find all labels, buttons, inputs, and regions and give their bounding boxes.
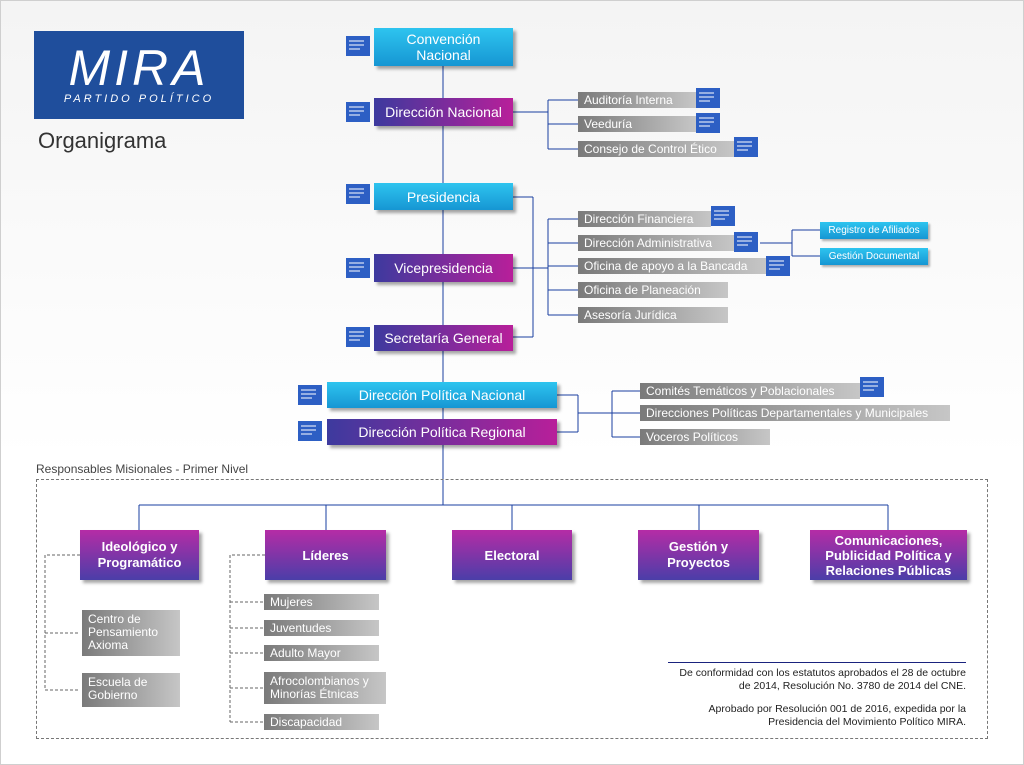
node-presidencia[interactable]: Presidencia: [374, 183, 513, 210]
document-icon: [860, 377, 886, 399]
unit-voceros-politicos[interactable]: Voceros Políticos: [640, 429, 770, 445]
note-aprobacion: Aprobado por Resolución 001 de 2016, exp…: [708, 703, 966, 728]
document-icon: [711, 206, 737, 228]
logo-name: MIRA: [68, 40, 210, 96]
unit-direcciones-politicas-departamentales[interactable]: Direcciones Políticas Departamentales y …: [640, 405, 950, 421]
document-icon: [734, 137, 760, 159]
document-icon: [346, 327, 372, 349]
node-vicepresidencia[interactable]: Vicepresidencia: [374, 254, 513, 282]
document-icon: [298, 421, 324, 443]
footer-notes: De conformidad con los estatutos aprobad…: [668, 662, 966, 729]
unit-oficina-planeacion[interactable]: Oficina de Planeación: [578, 282, 728, 298]
sub-centro-pensamiento[interactable]: Centro de Pensamiento Axioma: [82, 610, 180, 656]
mission-gestion-proyectos[interactable]: Gestión y Proyectos: [638, 530, 759, 580]
document-icon: [346, 184, 372, 206]
unit-consejo-control-etico[interactable]: Consejo de Control Ético: [578, 141, 734, 157]
unit-oficina-apoyo-bancada[interactable]: Oficina de apoyo a la Bancada: [578, 258, 766, 274]
document-icon: [696, 88, 722, 110]
sub-escuela-gobierno[interactable]: Escuela de Gobierno: [82, 673, 180, 707]
missions-frame: [36, 479, 988, 739]
sub-adulto-mayor[interactable]: Adulto Mayor: [264, 645, 379, 661]
node-direccion-politica-nacional[interactable]: Dirección Política Nacional: [327, 382, 557, 408]
unit-comites-tematicos[interactable]: Comités Temáticos y Poblacionales: [640, 383, 860, 399]
document-icon: [346, 258, 372, 280]
document-icon: [298, 385, 324, 407]
document-icon: [346, 102, 372, 124]
unit-gestion-documental[interactable]: Gestión Documental: [820, 248, 928, 265]
sub-discapacidad[interactable]: Discapacidad: [264, 714, 379, 730]
document-icon: [696, 113, 722, 135]
node-secretaria-general[interactable]: Secretaría General: [374, 325, 513, 351]
node-direccion-politica-regional[interactable]: Dirección Política Regional: [327, 419, 557, 445]
document-icon: [766, 256, 792, 278]
unit-veeduria[interactable]: Veeduría: [578, 116, 696, 132]
unit-direccion-administrativa[interactable]: Dirección Administrativa: [578, 235, 734, 251]
note-estatutos: De conformidad con los estatutos aprobad…: [679, 667, 966, 692]
sub-afrocolombianos[interactable]: Afrocolombianos y Minorías Étnicas: [264, 672, 386, 704]
sub-mujeres[interactable]: Mujeres: [264, 594, 379, 610]
node-direccion-nacional[interactable]: Dirección Nacional: [374, 98, 513, 126]
mission-electoral[interactable]: Electoral: [452, 530, 572, 580]
unit-auditoria-interna[interactable]: Auditoría Interna: [578, 92, 696, 108]
unit-registro-afiliados[interactable]: Registro de Afiliados: [820, 222, 928, 239]
unit-direccion-financiera[interactable]: Dirección Financiera: [578, 211, 711, 227]
unit-asesoria-juridica[interactable]: Asesoría Jurídica: [578, 307, 728, 323]
section-label: Responsables Misionales - Primer Nivel: [36, 462, 249, 476]
document-icon: [346, 36, 372, 58]
sub-juventudes[interactable]: Juventudes: [264, 620, 379, 636]
mission-ideologico[interactable]: Ideológico y Programático: [80, 530, 199, 580]
logo-subtitle: PARTIDO POLÍTICO: [63, 93, 215, 105]
mission-comunicaciones[interactable]: Comunicaciones, Publicidad Política y Re…: [810, 530, 967, 580]
mission-lideres[interactable]: Líderes: [265, 530, 386, 580]
mira-logo: MIRA PARTIDO POLÍTICO: [34, 31, 244, 119]
node-convencion-nacional[interactable]: Convención Nacional: [374, 28, 513, 66]
document-icon: [734, 232, 760, 254]
page-title: Organigrama: [38, 128, 167, 153]
